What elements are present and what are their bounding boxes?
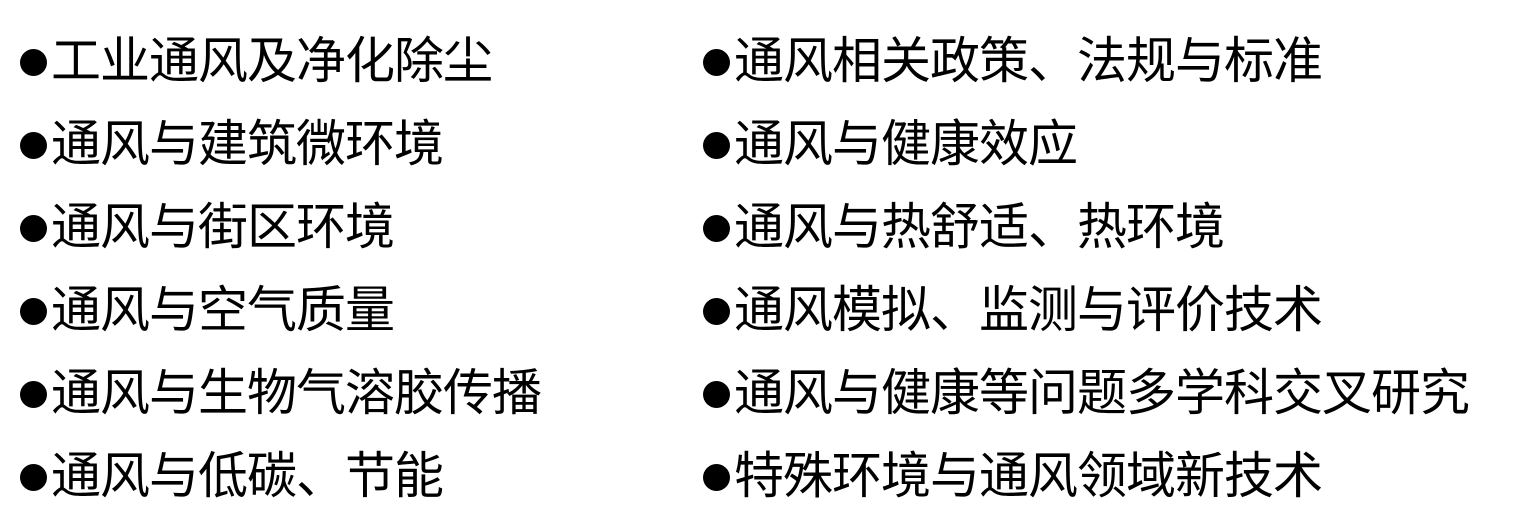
- bullet-icon: [20, 132, 47, 159]
- list-item: 通风与热舒适、热环境: [703, 185, 1513, 268]
- list-item: 通风与低碳、节能: [20, 434, 670, 517]
- topic-label: 通风与热舒适、热环境: [734, 197, 1225, 256]
- list-item: 通风相关政策、法规与标准: [703, 19, 1513, 102]
- list-item: 特殊环境与通风领域新技术: [703, 434, 1513, 517]
- bullet-icon: [20, 215, 47, 242]
- list-item: 工业通风及净化除尘: [20, 19, 670, 102]
- list-item: 通风与健康效应: [703, 102, 1513, 185]
- bullet-icon: [703, 464, 730, 491]
- topic-label: 通风与生物气溶胶传播: [51, 363, 542, 422]
- bullet-icon: [703, 132, 730, 159]
- list-item: 通风与建筑微环境: [20, 102, 670, 185]
- topic-label: 通风相关政策、法规与标准: [734, 31, 1323, 90]
- topic-label: 通风模拟、监测与评价技术: [734, 280, 1323, 339]
- list-item: 通风模拟、监测与评价技术: [703, 268, 1513, 351]
- list-item: 通风与生物气溶胶传播: [20, 351, 670, 434]
- bullet-icon: [20, 464, 47, 491]
- topic-list-right: 通风相关政策、法规与标准 通风与健康效应 通风与热舒适、热环境 通风模拟、监测与…: [703, 0, 1513, 517]
- bullet-icon: [20, 49, 47, 76]
- topic-label: 通风与健康等问题多学科交叉研究: [734, 363, 1470, 422]
- bullet-icon: [20, 381, 47, 408]
- bullet-icon: [703, 215, 730, 242]
- bullet-icon: [20, 298, 47, 325]
- bullet-icon: [703, 298, 730, 325]
- list-item: 通风与街区环境: [20, 185, 670, 268]
- bullet-icon: [703, 381, 730, 408]
- topic-label: 通风与健康效应: [734, 114, 1078, 173]
- topic-label: 通风与街区环境: [51, 197, 395, 256]
- bullet-icon: [703, 49, 730, 76]
- topic-label: 特殊环境与通风领域新技术: [734, 446, 1323, 505]
- topic-label: 通风与建筑微环境: [51, 114, 444, 173]
- topic-label: 通风与低碳、节能: [51, 446, 444, 505]
- topic-list-left: 工业通风及净化除尘 通风与建筑微环境 通风与街区环境 通风与空气质量 通风与生物…: [20, 0, 670, 517]
- list-item: 通风与空气质量: [20, 268, 670, 351]
- list-item: 通风与健康等问题多学科交叉研究: [703, 351, 1513, 434]
- topic-label: 通风与空气质量: [51, 280, 395, 339]
- topic-label: 工业通风及净化除尘: [51, 31, 493, 90]
